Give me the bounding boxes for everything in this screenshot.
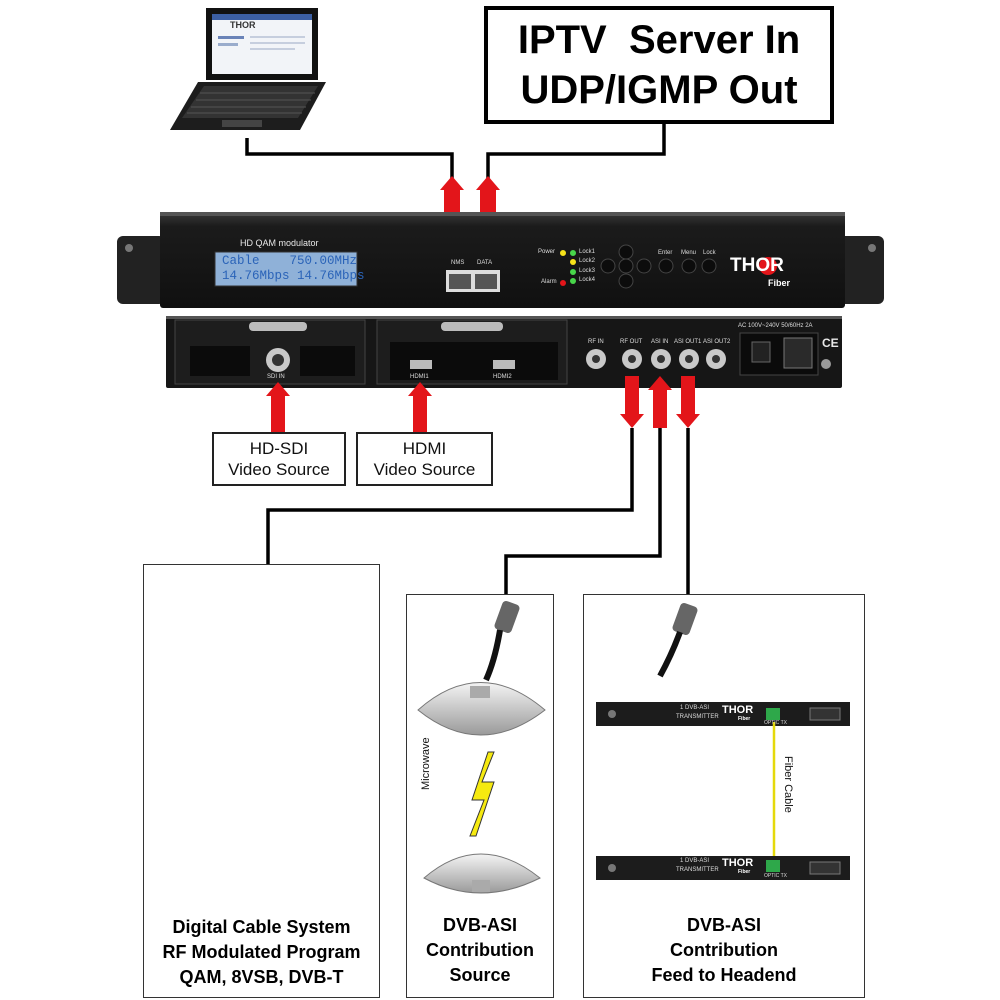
hdsdi-source-box: HD-SDI Video Source xyxy=(212,432,346,486)
laptop-icon xyxy=(170,8,326,130)
network-cables xyxy=(245,124,666,180)
asi-feed-line3: Feed to Headend xyxy=(651,965,797,985)
tx-top-title2: TRANSMITTER xyxy=(676,714,719,720)
ce-mark: CE xyxy=(822,336,839,350)
asi-feed-line2: Contribution xyxy=(670,940,778,960)
cable-system-caption: Digital Cable System RF Modulated Progra… xyxy=(144,915,379,990)
iptv-line1: IPTV Server In xyxy=(517,18,801,62)
led-lock1-label: Lock1 xyxy=(579,249,596,255)
front-led-group xyxy=(560,250,576,286)
asi-out1-label: ASI OUT1 xyxy=(674,339,702,345)
sdi-in-label: SDI IN xyxy=(267,374,285,380)
tx-top-title1: 1 DVB-ASI xyxy=(680,705,710,711)
lcd-line-1: Cable 750.00MHz xyxy=(222,254,358,268)
hdmi-line2: Video Source xyxy=(373,460,476,479)
microwave-dish-bottom-icon xyxy=(423,853,541,894)
led-lock3-label: Lock3 xyxy=(579,268,596,274)
thor-logo xyxy=(759,257,777,275)
hdmi-line1: HDMI xyxy=(402,439,447,458)
tx-top-brand: THOR xyxy=(722,704,754,716)
tx-top-brand-sub: Fiber xyxy=(738,716,751,722)
tx-bottom-brand-sub: Fiber xyxy=(738,869,751,875)
led-lock2-label: Lock2 xyxy=(579,258,596,264)
front-brand-sub: Fiber xyxy=(768,278,791,288)
asi-out2-label: ASI OUT2 xyxy=(703,339,731,345)
lightning-icon xyxy=(469,751,495,837)
asi-feed-panel: DVB-ASI Contribution Feed to Headend xyxy=(583,594,865,998)
power-spec-label: AC 100V~240V 50/60Hz 2A xyxy=(738,323,813,329)
asi-source-caption: DVB-ASI Contribution Source xyxy=(407,913,553,988)
button-menu-label: Menu xyxy=(681,250,697,256)
button-enter-label: Enter xyxy=(658,250,673,256)
button-lock-label: Lock xyxy=(703,250,716,256)
led-lock4-label: Lock4 xyxy=(579,277,596,283)
cable-system-panel: Digital Cable System RF Modulated Progra… xyxy=(143,564,380,998)
arrow-hdmi-up xyxy=(408,382,432,432)
port-nms-label: NMS xyxy=(451,260,465,266)
fiber-cable-label: Fiber Cable xyxy=(782,756,794,813)
asi-source-line3: Source xyxy=(449,965,511,985)
front-nav-buttons xyxy=(600,244,717,289)
tx-bottom-brand: THOR xyxy=(722,857,754,869)
led-power-label: Power xyxy=(538,249,556,255)
microwave-dish-top-icon xyxy=(417,682,546,736)
rf-in-label: RF IN xyxy=(588,339,604,345)
rf-out-label: RF OUT xyxy=(620,339,643,345)
front-brand: THOR xyxy=(730,255,784,276)
asi-feed-caption: DVB-ASI Contribution Feed to Headend xyxy=(584,913,864,988)
arrow-asi-in-up xyxy=(648,376,672,428)
hdmi1-label: HDMI1 xyxy=(410,374,429,380)
lcd-line-2: 14.76Mbps 14.76Mbps xyxy=(222,269,365,283)
bnc-connector-feed-icon xyxy=(657,602,698,678)
rear-panel xyxy=(166,316,842,388)
cable-caption-line1: Digital Cable System xyxy=(172,917,351,937)
transmitter-top xyxy=(596,702,850,726)
hdsdi-line2: Video Source xyxy=(228,460,330,479)
tx-bottom-title2: TRANSMITTER xyxy=(676,867,719,873)
tx-bottom-title1: 1 DVB-ASI xyxy=(680,858,710,864)
arrow-rf-out-down xyxy=(620,376,644,428)
front-panel xyxy=(117,212,884,308)
tx-bottom-port: OPTIC TX xyxy=(764,873,787,879)
laptop-screen-brand: THOR xyxy=(230,20,256,30)
microwave-label: Microwave xyxy=(420,737,432,790)
asi-source-panel: DVB-ASI Contribution Source xyxy=(406,594,554,998)
iptv-line2: UDP/IGMP Out xyxy=(520,68,798,112)
output-cables xyxy=(266,428,690,594)
asi-in-label: ASI IN xyxy=(651,339,669,345)
iptv-server-box: IPTV Server In UDP/IGMP Out xyxy=(484,6,834,124)
asi-source-line1: DVB-ASI xyxy=(442,915,517,935)
asi-feed-line1: DVB-ASI xyxy=(686,915,761,935)
transmitter-bottom xyxy=(596,856,850,880)
hdmi2-label: HDMI2 xyxy=(493,374,512,380)
cable-caption-line2: RF Modulated Program xyxy=(162,942,361,962)
port-data-label: DATA xyxy=(477,260,493,266)
model-label: HD QAM modulator xyxy=(240,238,319,248)
tx-top-port: OPTIC TX xyxy=(764,720,787,726)
led-alarm-label: Alarm xyxy=(541,279,557,285)
arrow-asi-out-down xyxy=(676,376,700,428)
hdmi-source-box: HDMI Video Source xyxy=(356,432,493,486)
cable-caption-line3: QAM, 8VSB, DVB-T xyxy=(179,967,344,987)
arrow-sdi-up xyxy=(266,382,290,432)
asi-source-line2: Contribution xyxy=(426,940,534,960)
bnc-connector-icon xyxy=(483,600,520,682)
hdsdi-line1: HD-SDI xyxy=(249,439,309,458)
